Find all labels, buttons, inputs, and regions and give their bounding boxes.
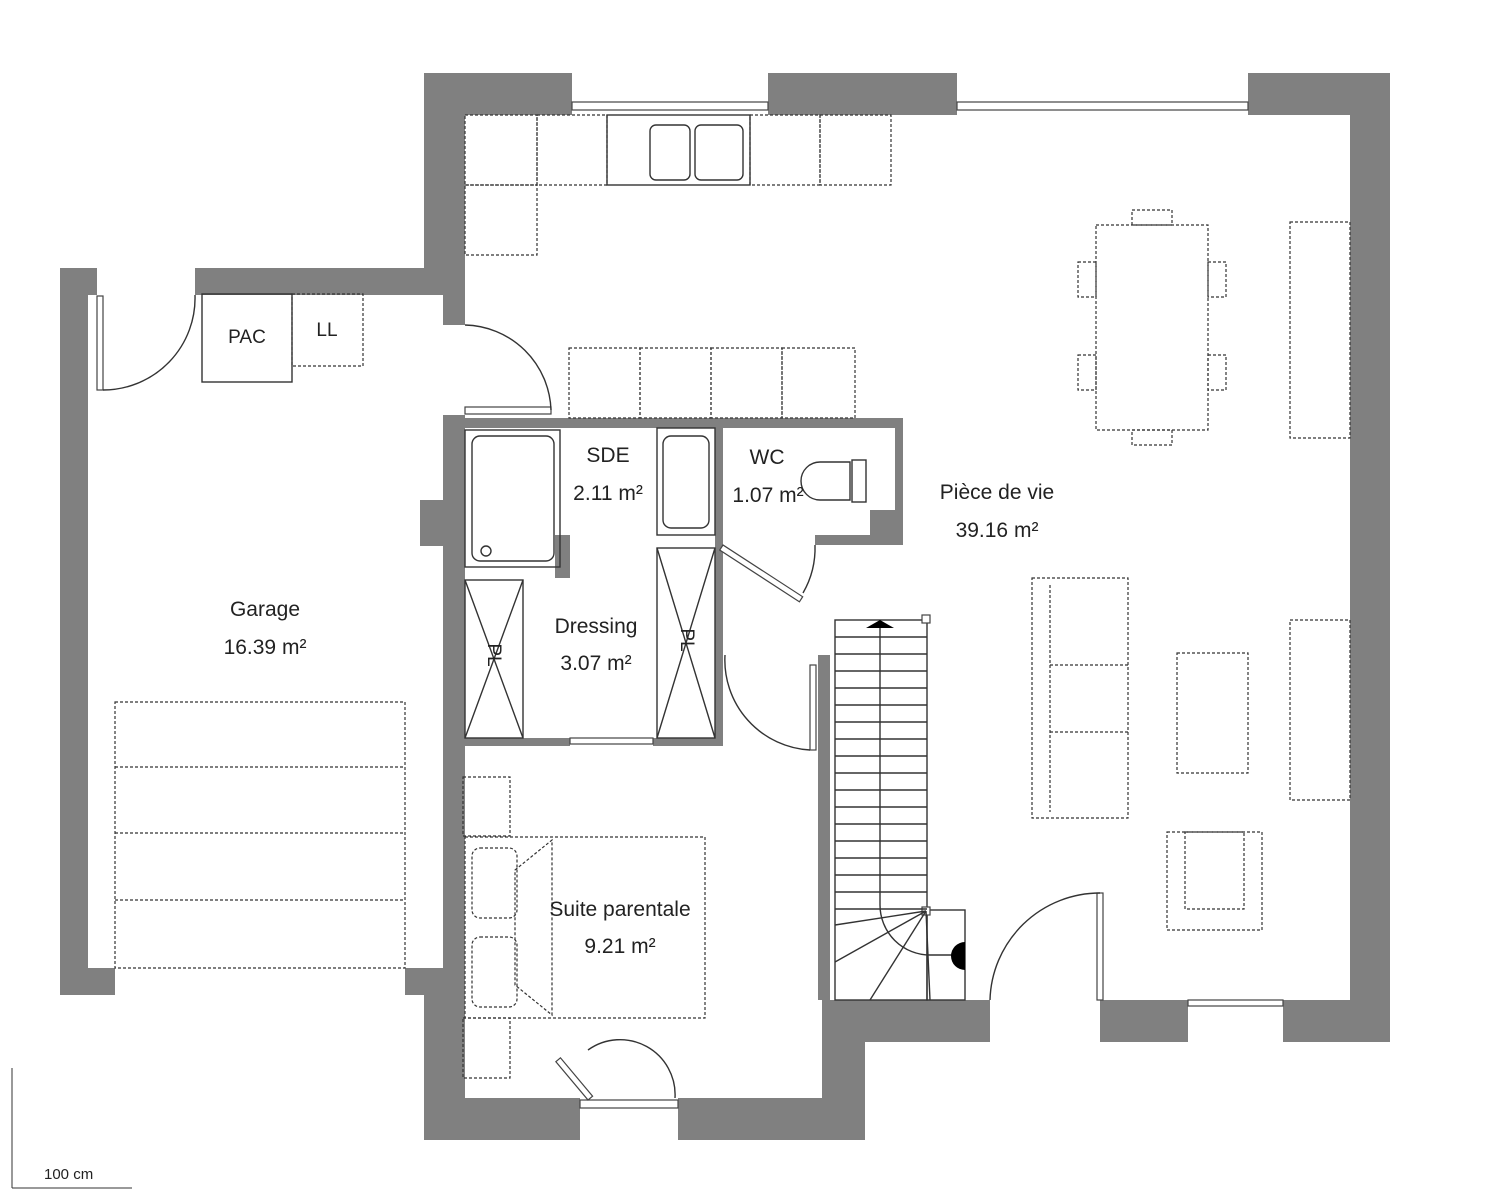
room-area-wc: 1.07 m²: [732, 484, 804, 507]
room-name-dressing: Dressing: [554, 615, 638, 638]
room-area-sde: 2.11 m²: [573, 482, 643, 505]
stair-winder-step: [925, 910, 931, 1001]
doors: [96, 294, 1104, 1101]
room-name-garage: Garage: [229, 598, 301, 621]
pl-label-right: PL: [676, 628, 697, 652]
pac-label: PAC: [228, 327, 266, 348]
room-area-suite: 9.21 m²: [584, 935, 656, 958]
furniture: [114, 114, 1351, 1079]
room-name-living: Pièce de vie: [939, 481, 1055, 504]
room-name-wc: WC: [749, 446, 785, 469]
stair-winder-step: [834, 910, 927, 926]
room-name-suite: Suite parentale: [549, 898, 691, 921]
pl-label-left: PL: [483, 643, 504, 667]
staircase: [834, 614, 966, 1001]
ll-label: LL: [316, 320, 338, 341]
scale-label: 100 cm: [44, 1166, 94, 1183]
room-area-living: 39.16 m²: [955, 519, 1039, 542]
stair-winder-step: [869, 910, 927, 1001]
room-name-sde: SDE: [586, 444, 630, 467]
walls: [60, 73, 1390, 1140]
room-area-garage: 16.39 m²: [223, 636, 307, 659]
windows: [464, 101, 1284, 1109]
room-area-dressing: 3.07 m²: [560, 652, 632, 675]
stair-winder-step: [834, 910, 927, 963]
